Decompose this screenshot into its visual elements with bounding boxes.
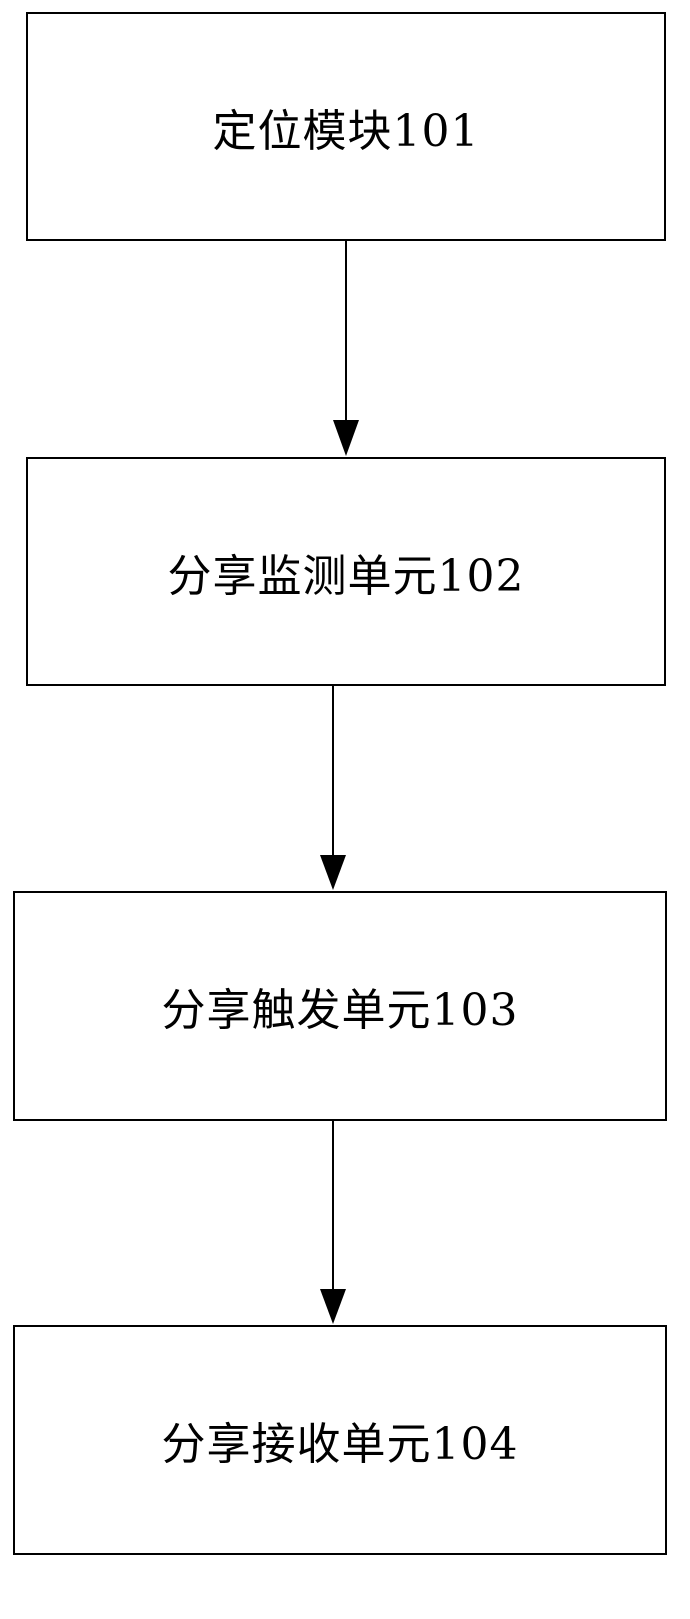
node-box-101: 定位模块101 bbox=[26, 12, 666, 241]
arrow-head bbox=[333, 420, 359, 456]
node-label-102: 分享监测单元102 bbox=[167, 550, 525, 602]
node-box-104: 分享接收单元104 bbox=[13, 1325, 667, 1555]
arrow-head bbox=[320, 855, 346, 890]
node-label-103: 分享触发单元103 bbox=[161, 985, 519, 1036]
arrow-103-to-104 bbox=[320, 1121, 346, 1324]
arrow-101-to-102 bbox=[333, 241, 359, 456]
node-box-102: 分享监测单元102 bbox=[26, 457, 666, 686]
node-label-104: 分享接收单元104 bbox=[161, 1419, 519, 1470]
arrow-102-to-103 bbox=[320, 686, 346, 890]
arrow-head bbox=[320, 1289, 346, 1324]
node-box-103: 分享触发单元103 bbox=[13, 891, 667, 1121]
node-label-101: 定位模块101 bbox=[212, 105, 480, 157]
